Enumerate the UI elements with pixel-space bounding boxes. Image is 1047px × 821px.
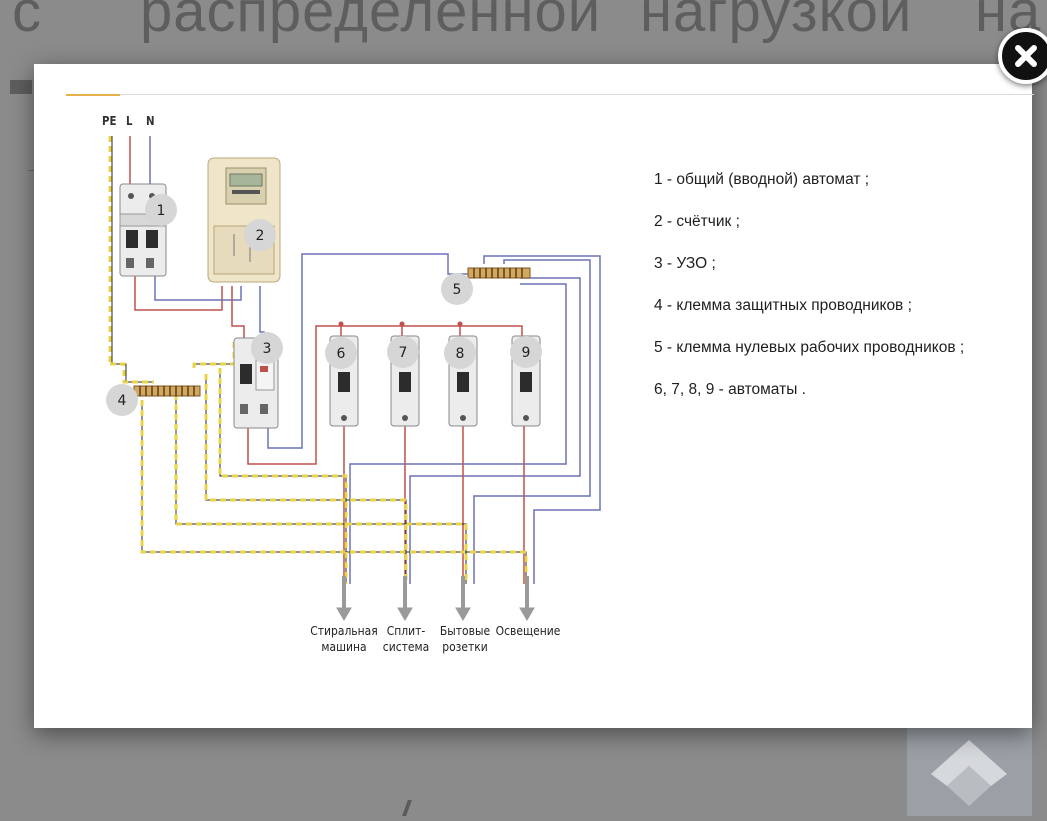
legend-item: 5 - клемма нулевых рабочих проводников ; <box>654 339 965 356</box>
modal-divider <box>66 94 1034 95</box>
scroll-top-button[interactable] <box>907 728 1032 816</box>
output-label-line: Стиральная <box>310 623 378 638</box>
legend-item: 6, 7, 8, 9 - автоматы . <box>654 381 806 398</box>
svg-text:8: 8 <box>456 346 465 362</box>
legend-item: 1 - общий (вводной) автомат ; <box>654 171 870 188</box>
output-label-line: Сплит- <box>386 623 426 638</box>
neutral-wire <box>483 255 601 584</box>
output-label-line: система <box>382 639 430 654</box>
wire-label-n: N <box>146 114 155 128</box>
image-lightbox: 1 2 3 4 5 6 7 <box>34 64 1034 728</box>
background-fragment <box>402 800 424 816</box>
svg-text:6: 6 <box>337 346 346 362</box>
svg-text:9: 9 <box>522 345 531 361</box>
background-word: нагрузкой <box>640 0 913 44</box>
neutral-wire <box>267 253 474 449</box>
legend-item: 2 - счётчик ; <box>654 213 740 230</box>
wire-label-l: L <box>126 114 133 128</box>
phase-wire <box>247 325 523 465</box>
wire-label-pe: PE <box>102 114 117 128</box>
number-badge: 3 <box>251 332 283 364</box>
background-word: распределенной <box>140 0 602 44</box>
phase-junction <box>338 321 344 327</box>
electricity-meter <box>207 157 281 283</box>
background-divider <box>28 170 34 171</box>
number-badge: 4 <box>106 384 138 416</box>
svg-text:1: 1 <box>157 203 166 219</box>
svg-text:5: 5 <box>453 282 462 298</box>
neutral-wire <box>473 259 591 584</box>
legend-item: 4 - клемма защитных проводников ; <box>654 297 912 314</box>
input-wires <box>108 136 151 364</box>
number-badge: 2 <box>244 219 276 251</box>
component-badges: 1 2 3 4 5 6 7 <box>106 194 542 416</box>
background-word: с <box>12 0 42 44</box>
output-label-line: розетки <box>442 639 488 654</box>
svg-text:2: 2 <box>256 228 265 244</box>
output-label-sockets: Бытовые розетки <box>425 623 504 655</box>
background-fragment <box>10 80 32 94</box>
output-label-split-system: Сплит- система <box>366 623 445 655</box>
neutral-wire <box>154 269 242 301</box>
output-label-washing-machine: Стиральная машина <box>304 623 383 655</box>
wiring-diagram: 1 2 3 4 5 6 7 <box>106 136 601 621</box>
diagram-legend: 1 - общий (вводной) автомат ; 2 - счётчи… <box>654 170 964 422</box>
phase-wire <box>231 286 245 340</box>
phase-junction <box>457 321 463 327</box>
phase-wire <box>134 269 223 311</box>
number-badge: 9 <box>510 336 542 368</box>
number-badge: 8 <box>444 337 476 369</box>
pe-busbar <box>133 385 201 397</box>
number-badge: 5 <box>441 273 473 305</box>
number-badge: 1 <box>145 194 177 226</box>
close-button[interactable] <box>998 28 1047 84</box>
neutral-busbar <box>467 267 531 279</box>
chevron-up-icon <box>931 740 1007 806</box>
phase-junction <box>399 321 405 327</box>
output-label-line: Освещение <box>495 623 561 638</box>
legend-item: 3 - УЗО ; <box>654 255 716 272</box>
output-label-line: машина <box>321 639 367 654</box>
number-badge: 6 <box>325 337 357 369</box>
close-x-icon <box>1015 45 1037 67</box>
number-badge: 7 <box>387 336 419 368</box>
neutral-wire <box>409 277 581 584</box>
svg-text:4: 4 <box>118 393 127 409</box>
neutral-wire <box>259 286 265 340</box>
pe-input-path <box>112 363 154 383</box>
pe-wires <box>140 342 528 584</box>
svg-text:3: 3 <box>263 341 272 357</box>
modal-divider-accent <box>66 94 120 96</box>
output-label-lighting: Освещение <box>488 623 567 639</box>
pe-input-path <box>110 362 154 384</box>
svg-text:7: 7 <box>399 345 408 361</box>
output-label-line: Бытовые <box>439 623 491 638</box>
output-arrows <box>336 576 535 621</box>
neutral-wire <box>349 283 567 584</box>
